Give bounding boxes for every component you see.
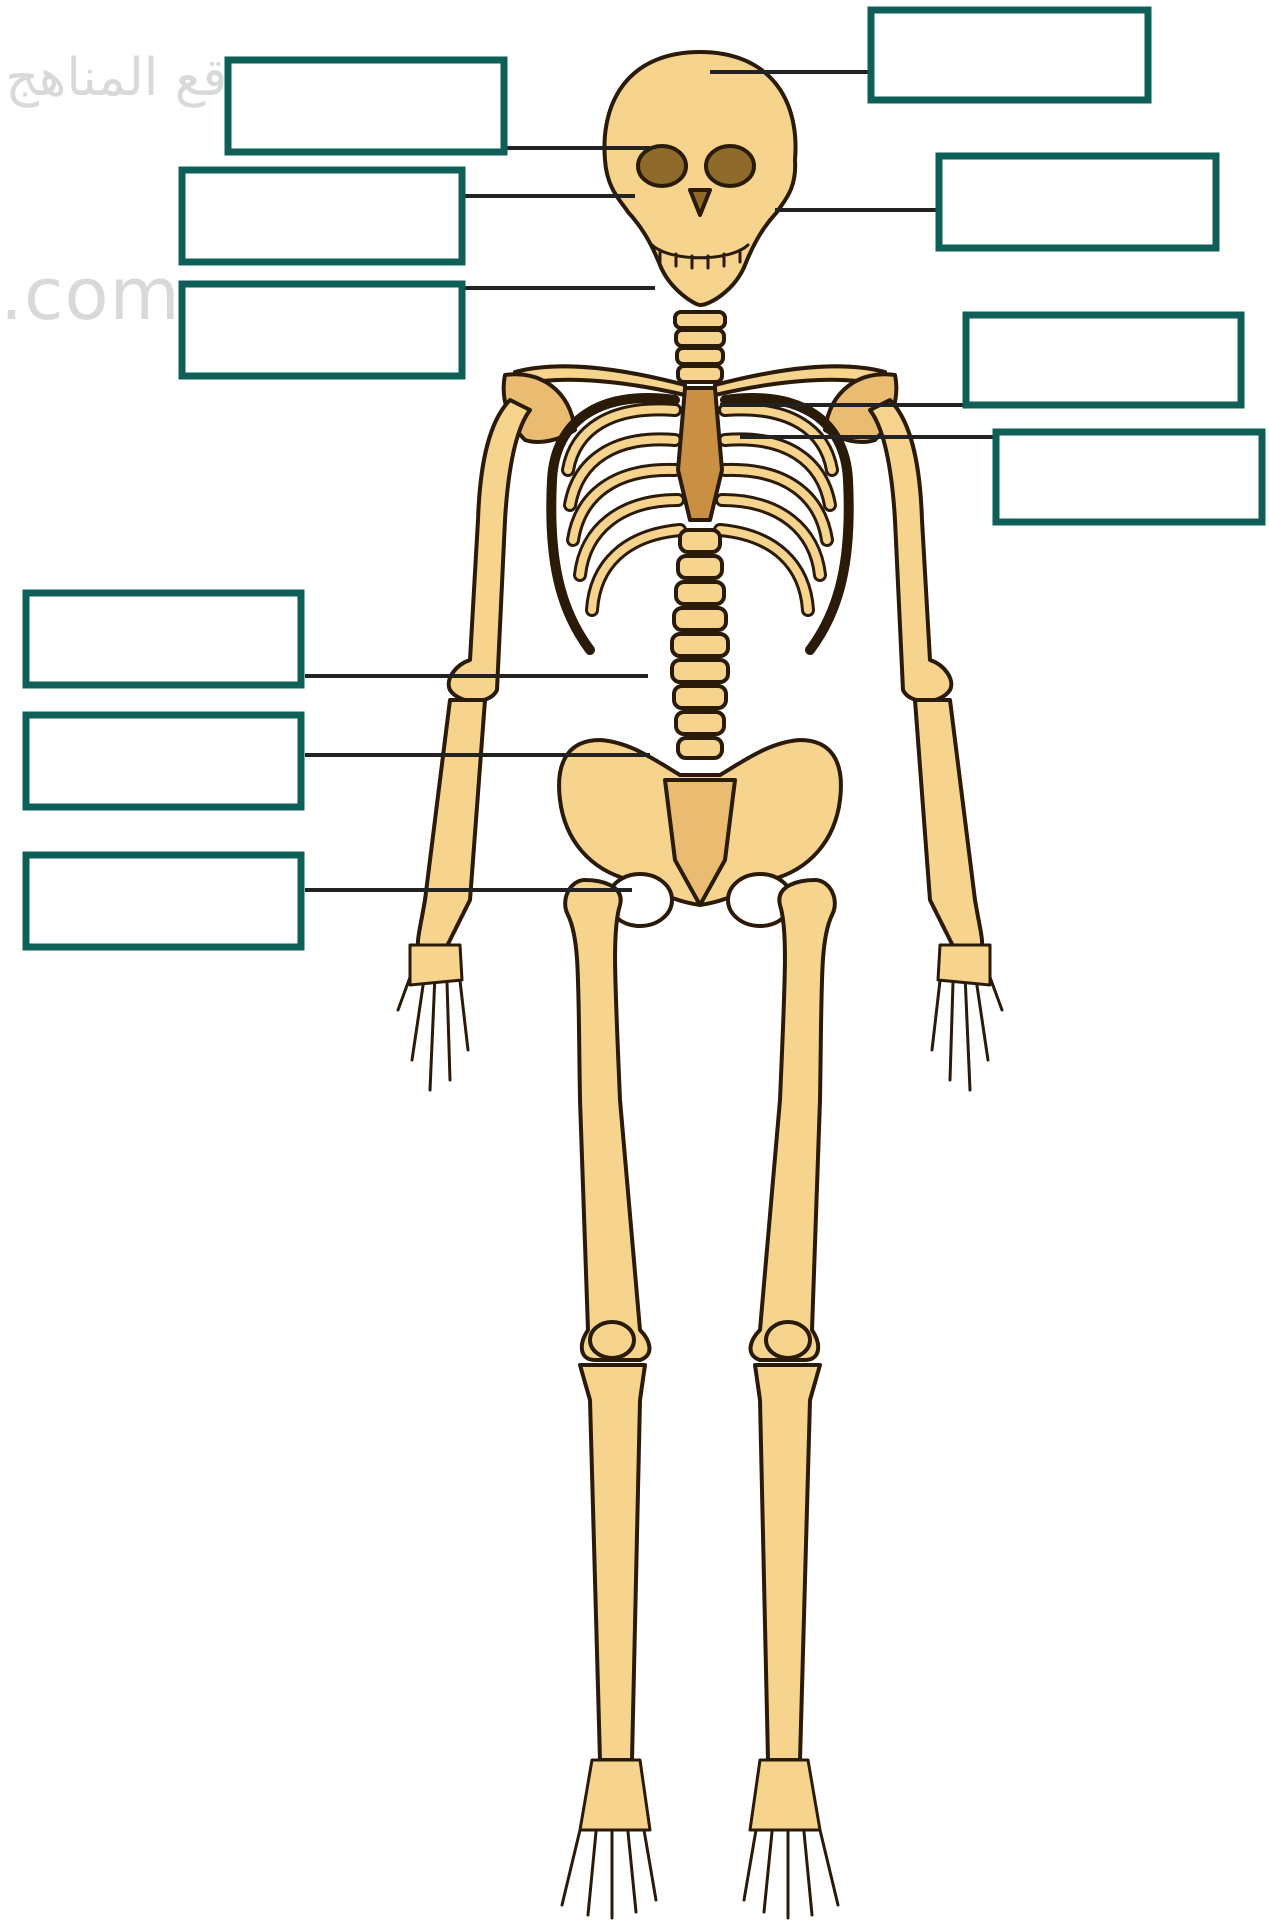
- label-box-right-4[interactable]: [996, 432, 1262, 522]
- patella-left: [590, 1322, 634, 1358]
- label-box-right-1[interactable]: [871, 10, 1148, 100]
- tibia-right: [755, 1365, 820, 1760]
- skeleton-figure: [398, 52, 1002, 1918]
- hand-right: [932, 945, 1002, 1090]
- femur-left: [565, 880, 649, 1360]
- hand-left: [398, 945, 468, 1090]
- label-box-right-3[interactable]: [966, 315, 1241, 405]
- label-box-left-6[interactable]: [26, 855, 301, 947]
- eye-socket-left: [638, 146, 686, 186]
- cervical-vertebrae: [675, 312, 725, 382]
- forearm-left: [418, 700, 485, 950]
- label-box-left-4[interactable]: [26, 593, 301, 685]
- foot-right: [744, 1760, 838, 1918]
- spine: [672, 530, 728, 758]
- label-box-left-2[interactable]: [182, 170, 462, 262]
- label-box-left-3[interactable]: [182, 284, 462, 376]
- humerus-left: [449, 400, 530, 701]
- patella-right: [766, 1322, 810, 1358]
- label-box-left-1[interactable]: [228, 60, 504, 152]
- femur-right: [751, 880, 835, 1360]
- skull: [604, 52, 795, 305]
- sternum: [678, 388, 722, 520]
- label-box-left-5[interactable]: [26, 715, 301, 807]
- forearm-right: [915, 700, 982, 950]
- foot-left: [562, 1760, 656, 1918]
- tibia-left: [580, 1365, 645, 1760]
- humerus-right: [870, 400, 951, 701]
- label-box-right-2[interactable]: [939, 156, 1216, 248]
- eye-socket-right: [706, 146, 754, 186]
